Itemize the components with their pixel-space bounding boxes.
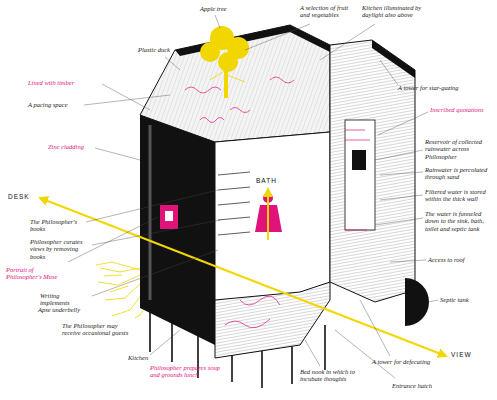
annotation: Philosopher prepares soup and grounds lu… [150,364,228,379]
view-label: BATH [256,177,286,184]
annotation: Filtered water is stored within the thic… [425,188,493,203]
annotation: Entrance hatch [392,382,462,389]
annotation: The Philosopher may receive occasional g… [62,322,132,337]
annotation: The Philosopher's books [30,218,85,233]
annotation: The water is funneled down to the sink, … [425,210,493,232]
annotation: Inscribed quotations [430,106,492,113]
annotation: Portrait of Philosopher's Muse [6,266,66,281]
annotation: Lined with timber [28,79,100,86]
annotation: Writing implements [40,292,90,307]
annotation: Bed nook in which to incubate thoughts [300,368,370,383]
annotation: Plastic duck [138,46,178,53]
view-label: DESK [8,193,38,200]
annotation: Rainwater is percolated through sand [425,166,493,181]
annotation: A pacing space [28,101,82,108]
annotation: Apple tree [200,5,245,12]
annotation: Apse underbelly [38,306,88,313]
annotation: Philosopher curates views by removing bo… [30,238,90,260]
annotation: A tower for star-gazing [398,84,460,91]
annotation: Access to roof [428,256,486,263]
annotation: Kitchen [128,354,164,361]
view-label: VIEW [451,351,485,358]
annotation: Septic tank [440,296,490,303]
annotation: A selection of fruit and vegetables [300,4,358,19]
annotation: A tower for defecating [372,358,442,365]
annotation: Kitchen illuminated by daylight also abo… [362,4,432,19]
annotation: Zinc cladding [48,143,94,150]
annotation: Reservoir of collected rainwater across … [425,138,493,160]
